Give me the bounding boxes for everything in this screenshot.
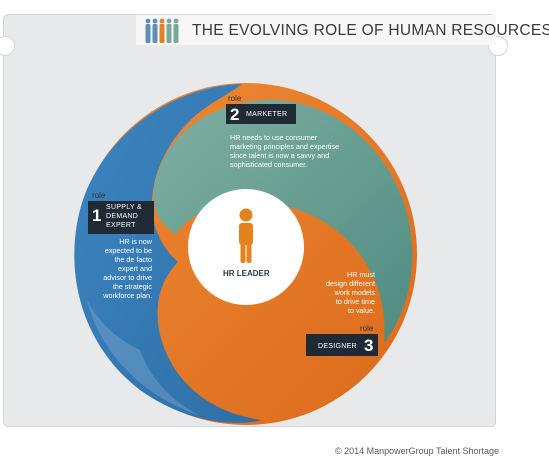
marketer-swirl	[153, 99, 413, 343]
role-2-badge: 2 MARKETER	[226, 104, 296, 124]
title-bar: THE EVOLVING ROLE OF HUMAN RESOURCES	[136, 15, 549, 45]
role-1-number: 1	[92, 206, 102, 225]
role-3-description: HR must design different work models to …	[325, 270, 375, 315]
role-2-number: 2	[230, 105, 240, 124]
role-3-name: DESIGNER	[318, 343, 357, 350]
person-icon	[239, 208, 253, 263]
page-title: THE EVOLVING ROLE OF HUMAN RESOURCES	[192, 22, 549, 39]
role-1-badge: 1 SUPPLY & DEMAND EXPERT	[88, 201, 154, 234]
role-2-word: role	[228, 94, 242, 103]
card-notch-left	[0, 36, 15, 56]
supply-demand-swirl	[74, 84, 262, 423]
role-1-name-line-1: SUPPLY &	[106, 204, 142, 211]
role-1-description: HR is now expected to be the de facto ex…	[103, 237, 152, 300]
role-2-description: HR needs to use consumer marketing princ…	[230, 133, 340, 169]
center-circle	[188, 189, 304, 305]
role-1-name-line-3: EXPERT	[106, 222, 136, 229]
role-1-name-line-2: DEMAND	[106, 213, 139, 220]
role-3-badge: DESIGNER 3	[306, 334, 378, 356]
role-1-word: role	[92, 191, 106, 200]
copyright-text: © 2014 ManpowerGroup Talent Shortage	[335, 446, 500, 456]
hr-leader-label: HR LEADER	[223, 269, 270, 278]
role-2-name: MARKETER	[246, 111, 288, 118]
role-3-word: role	[360, 324, 374, 333]
people-group-icon	[145, 18, 179, 43]
role-3-number: 3	[364, 336, 374, 355]
